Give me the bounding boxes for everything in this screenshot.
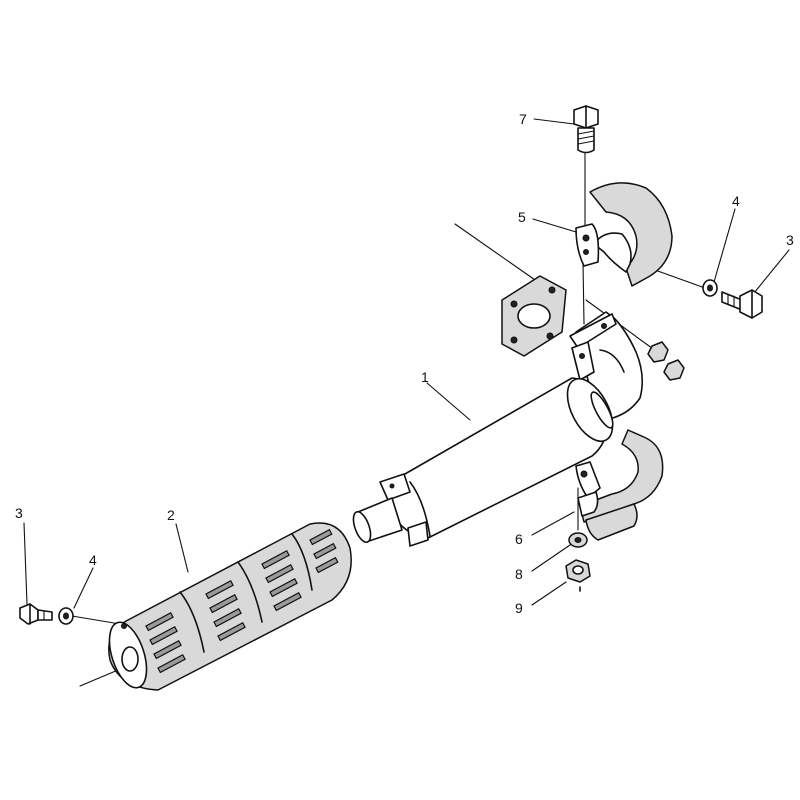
clamp-bracket-5 xyxy=(575,223,600,267)
callout-labels: 1 2 3 3 4 4 5 6 7 8 9 xyxy=(15,111,794,616)
callout-7: 7 xyxy=(519,111,527,127)
bolt-7 xyxy=(573,105,599,154)
upper-clamp-half xyxy=(589,182,673,287)
callout-4-right: 4 xyxy=(732,193,740,209)
lower-clamp-half xyxy=(575,429,664,541)
leader-lines xyxy=(23,118,790,687)
hex-nut-9 xyxy=(565,559,591,592)
bolt-3-right xyxy=(721,289,763,319)
callout-2: 2 xyxy=(167,507,175,523)
lock-washer-8 xyxy=(568,532,588,548)
callout-8: 8 xyxy=(515,566,523,582)
callout-5: 5 xyxy=(518,209,526,225)
washer-4-right xyxy=(702,279,718,297)
callout-4-left: 4 xyxy=(89,552,97,568)
washer-4-left xyxy=(58,607,74,625)
callout-6: 6 xyxy=(515,531,523,547)
callout-3-left: 3 xyxy=(15,505,23,521)
screen-slots xyxy=(145,528,339,674)
spark-arrester-screen-2 xyxy=(108,522,352,691)
muffler-body-1 xyxy=(352,377,614,547)
flange-gasket xyxy=(501,275,567,357)
callout-9: 9 xyxy=(515,600,523,616)
callout-3-right: 3 xyxy=(786,232,794,248)
bolt-3-left xyxy=(19,603,53,625)
callout-1: 1 xyxy=(421,369,429,385)
flange-nuts xyxy=(647,341,685,381)
